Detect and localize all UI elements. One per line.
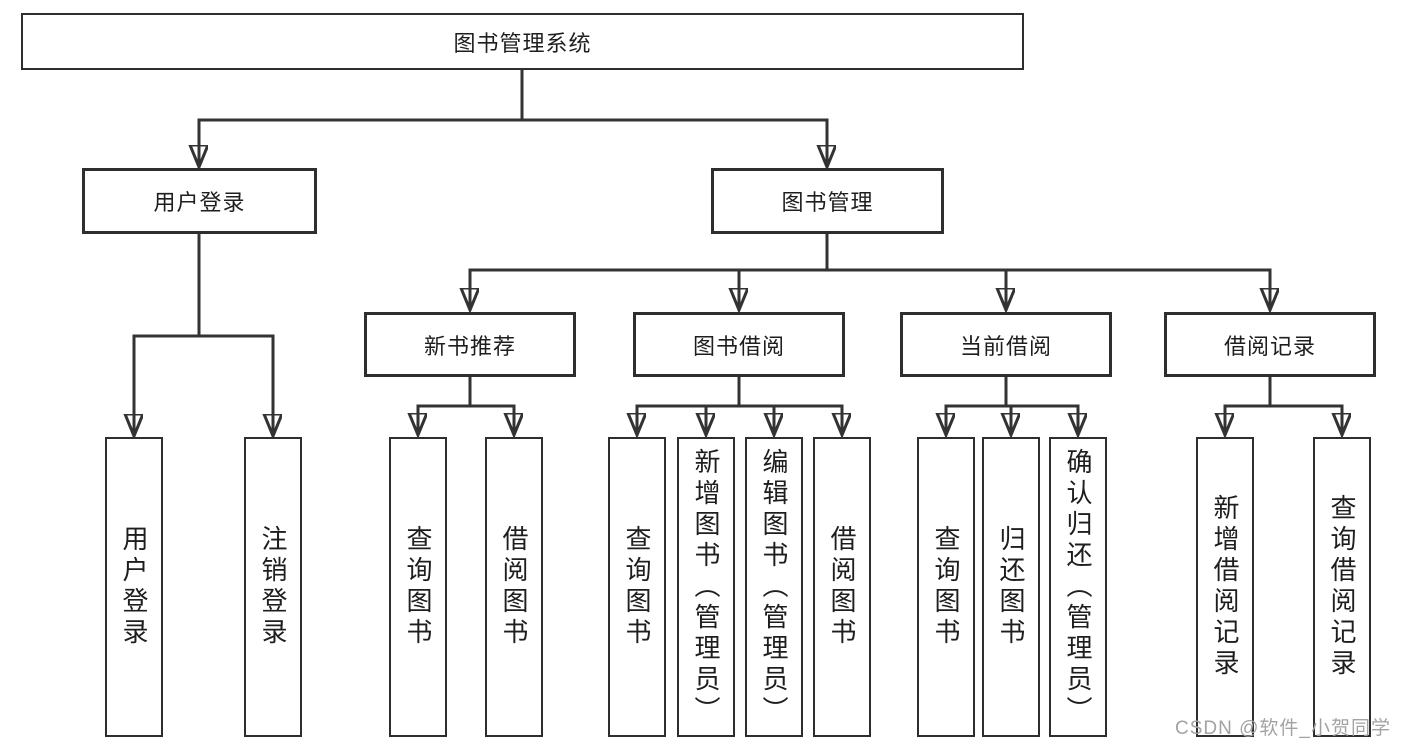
- node-book-borrowing-label: 图书借阅: [692, 333, 785, 359]
- node-new-book-recommend-label: 新书推荐: [423, 333, 516, 359]
- watermark: CSDN @软件_小贺同学: [1175, 718, 1391, 739]
- node-borrowing-records-label: 借阅记录: [1223, 333, 1316, 359]
- leaf-add-borrow-record: 新增借阅记录: [1196, 437, 1254, 737]
- node-current-borrowing: 当前借阅: [900, 312, 1112, 377]
- leaf-return-books: 归还图书: [982, 437, 1040, 737]
- leaf-confirm-return-admin: 确认归还（管理员）: [1049, 437, 1107, 737]
- node-new-book-recommend: 新书推荐: [364, 312, 576, 377]
- leaf-borrow-books-recommend: 借阅图书: [485, 437, 543, 737]
- leaf-query-borrow-record-label: 查询借阅记录: [1327, 494, 1357, 680]
- leaf-confirm-return-admin-label: 确认归还（管理员）: [1063, 447, 1093, 727]
- leaf-return-books-label: 归还图书: [996, 525, 1026, 649]
- node-book-borrowing: 图书借阅: [633, 312, 845, 377]
- leaf-borrow-books-borrowing: 借阅图书: [813, 437, 871, 737]
- leaf-borrow-books-recommend-label: 借阅图书: [499, 525, 529, 649]
- leaf-borrow-books-borrowing-label: 借阅图书: [827, 525, 857, 649]
- leaf-query-books-borrowing-label: 查询图书: [622, 525, 652, 649]
- node-user-login-label: 用户登录: [153, 190, 246, 215]
- leaf-logout-label: 注销登录: [258, 525, 288, 649]
- node-user-login: 用户登录: [82, 168, 317, 234]
- leaf-query-books-recommend-label: 查询图书: [403, 525, 433, 649]
- leaf-add-books-admin-label: 新增图书（管理员）: [691, 447, 721, 727]
- leaf-query-books-current-label: 查询图书: [931, 525, 961, 649]
- leaf-user-login-label: 用户登录: [119, 525, 149, 649]
- leaf-logout: 注销登录: [244, 437, 302, 737]
- node-borrowing-records: 借阅记录: [1164, 312, 1376, 377]
- leaf-edit-books-admin-label: 编辑图书（管理员）: [759, 447, 789, 727]
- leaf-add-borrow-record-label: 新增借阅记录: [1210, 494, 1240, 680]
- leaf-query-books-borrowing: 查询图书: [608, 437, 666, 737]
- node-current-borrowing-label: 当前借阅: [959, 333, 1052, 359]
- leaf-user-login: 用户登录: [105, 437, 163, 737]
- node-book-management: 图书管理: [711, 168, 944, 234]
- node-book-management-label: 图书管理: [781, 190, 874, 215]
- leaf-query-books-recommend: 查询图书: [389, 437, 447, 737]
- leaf-query-books-current: 查询图书: [917, 437, 975, 737]
- leaf-edit-books-admin: 编辑图书（管理员）: [745, 437, 803, 737]
- leaf-query-borrow-record: 查询借阅记录: [1313, 437, 1371, 737]
- node-root: 图书管理系统: [21, 13, 1024, 70]
- node-root-label: 图书管理系统: [453, 30, 592, 56]
- leaf-add-books-admin: 新增图书（管理员）: [677, 437, 735, 737]
